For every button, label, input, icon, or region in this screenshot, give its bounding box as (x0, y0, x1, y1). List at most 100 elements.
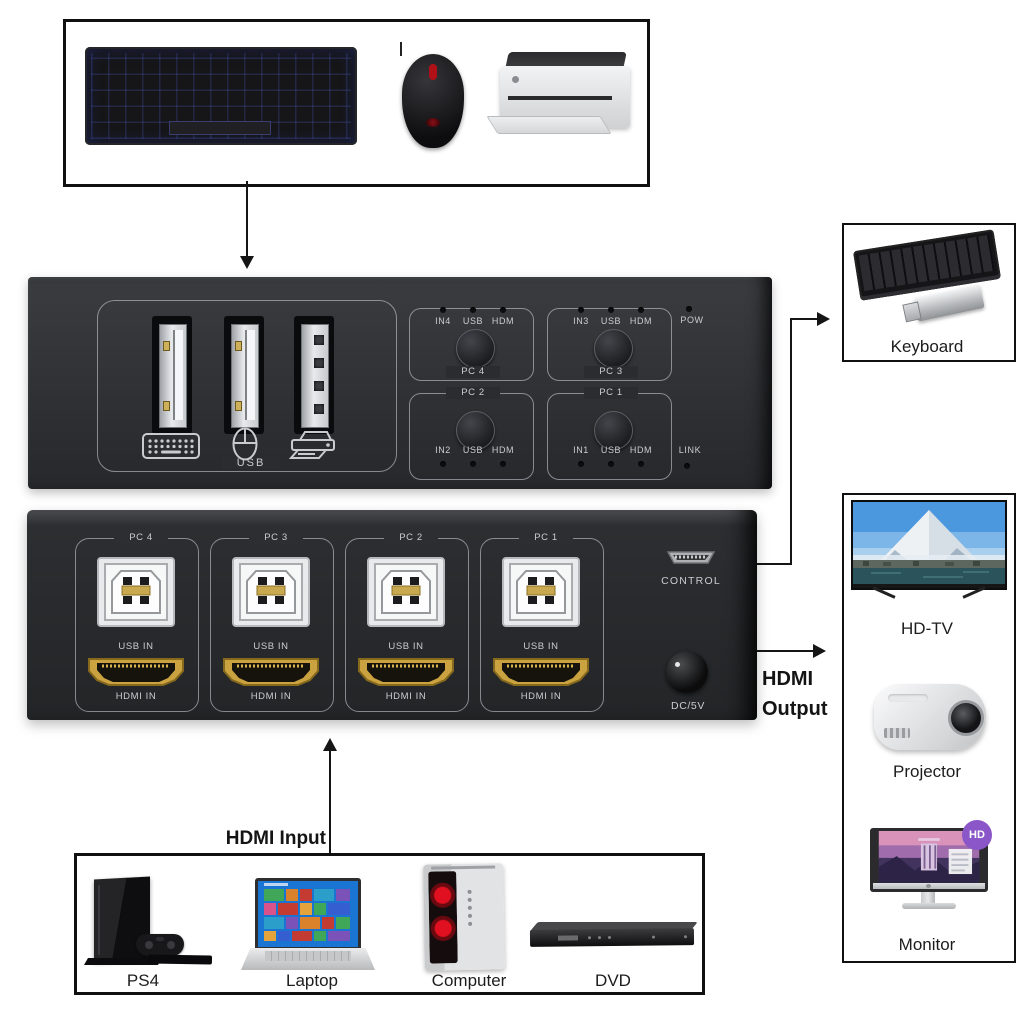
led-label: USB (600, 316, 622, 326)
hdmi-input-label: HDMI Input (225, 828, 326, 849)
arrowhead-down-icon (240, 256, 254, 269)
mouse-logo (426, 118, 440, 127)
led-label: HDM (629, 445, 653, 455)
hdmi-port (87, 657, 185, 687)
ps4-controller (136, 934, 184, 956)
laptop-label: Laptop (286, 971, 338, 990)
in4-led (440, 307, 446, 313)
pc2-rear-label: PC 2 (384, 532, 438, 544)
control-port (666, 550, 716, 568)
hdmi-in-label: HDMI IN (250, 691, 292, 702)
pc2-label: PC 2 (446, 387, 500, 399)
computer-tower (423, 863, 505, 971)
usb-stick-connector (902, 301, 922, 323)
usb-b-port (367, 557, 445, 627)
pc4-rear-label: PC 4 (114, 532, 168, 544)
projector-lens (948, 700, 984, 736)
projector-label: Projector (892, 762, 962, 781)
pc3-label: PC 3 (584, 366, 638, 378)
link-led-label: LINK (678, 445, 702, 455)
printer-output-slot (508, 96, 612, 100)
gaming-keyboard-illustration (85, 47, 357, 145)
mouse-scroll-wheel (429, 64, 437, 80)
hdmi-output-label: HDMI Output (762, 664, 828, 724)
led-label: USB (462, 445, 484, 455)
keyboard-icon (142, 433, 200, 459)
usb-contact (235, 401, 242, 411)
monitor-logo (926, 884, 931, 888)
connector-line-keyboard (757, 563, 792, 565)
pc2-select-button (456, 411, 495, 450)
led-label: IN2 (435, 445, 451, 455)
usb-port-tongue (247, 330, 255, 420)
hdmi-port (222, 657, 320, 687)
controller-stick (167, 941, 175, 949)
usb-in-label: USB IN (388, 641, 424, 652)
power-led-label: POW (680, 315, 704, 325)
led-label: HDM (629, 316, 653, 326)
laptop-screen-tiles (258, 881, 358, 947)
usb-in-label: USB IN (118, 641, 154, 652)
pc3-rear-label: PC 3 (249, 532, 303, 544)
hdm-led (638, 307, 644, 313)
usb-port-mouse (224, 316, 264, 434)
controller-touchpad (156, 937, 164, 941)
hdmi-output-line2: Output (762, 698, 828, 720)
laptop-illustration (255, 878, 361, 950)
in1-led (578, 461, 584, 467)
connector-line-keyboard (790, 318, 818, 320)
monitor-illustration (870, 828, 988, 892)
connector-line-hdmi-output (757, 650, 815, 652)
projector-illustration (874, 684, 986, 750)
keyboard-box-label: Keyboard (890, 337, 964, 356)
pc4-label: PC 4 (446, 366, 500, 378)
hdmi-in-label: HDMI IN (115, 691, 157, 702)
dvd-player (529, 928, 695, 947)
led-label: HDM (491, 445, 515, 455)
dvd-label: DVD (595, 971, 631, 990)
link-led (684, 463, 690, 469)
ps4-seam (98, 885, 100, 956)
monitor-stand-neck (921, 892, 935, 904)
kvm-rear-panel: PC 4 USB IN HDMI IN PC 3 USB IN HDMI IN … (27, 510, 757, 720)
projector-vent (884, 728, 910, 738)
hdmi-in-label: HDMI IN (520, 691, 562, 702)
led-label: IN1 (573, 445, 589, 455)
pc1-rear-label: PC 1 (519, 532, 573, 544)
ps4-camera (147, 954, 213, 965)
controller-stick (145, 941, 153, 949)
tv-screen-fuji (853, 502, 1005, 584)
printer-paper-tray (486, 116, 612, 134)
hdmi-in-label: HDMI IN (385, 691, 427, 702)
pc3-select-button (594, 329, 633, 368)
usb-section-outline (97, 300, 397, 472)
in2-led (440, 461, 446, 467)
dvd-display (557, 935, 579, 941)
printer-icon (284, 428, 342, 462)
usb-port-printer (294, 316, 334, 434)
usb-port-hole (314, 335, 324, 345)
usb-port-connector (159, 324, 187, 428)
hdmi-port (492, 657, 590, 687)
usb-port-tongue (175, 330, 183, 420)
led-label: HDM (491, 316, 515, 326)
usb-port-hole (314, 381, 324, 391)
monitor-label: Monitor (898, 935, 956, 954)
usb-b-port (232, 557, 310, 627)
usb-in-label: USB IN (253, 641, 289, 652)
dc-power-jack (666, 651, 708, 693)
power-led (686, 306, 692, 312)
pc1-select-button (594, 411, 633, 450)
usb-port-hole (314, 404, 324, 414)
pc1-label: PC 1 (584, 387, 638, 399)
usb-port-connector (301, 324, 329, 428)
led-label: USB (462, 316, 484, 326)
mouse-icon (232, 427, 258, 461)
hdtv-illustration (851, 500, 1007, 590)
hdtv-label: HD-TV (901, 619, 953, 638)
usb-in-label: USB IN (523, 641, 559, 652)
usb-port-hole (314, 358, 324, 368)
usb-contact (163, 341, 170, 351)
hdm-led (500, 307, 506, 313)
